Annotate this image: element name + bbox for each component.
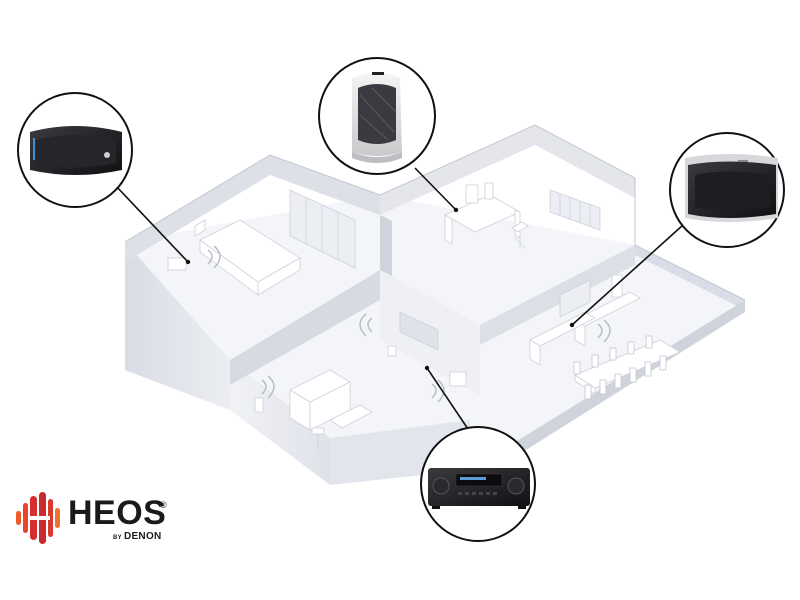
office-furniture (444, 182, 601, 249)
bedroom-furniture (167, 189, 356, 296)
registered-mark: ® (160, 500, 167, 510)
callout-endpoints (185, 207, 575, 371)
callout-bubble-living-room (420, 426, 536, 542)
heos-5-speaker-icon (30, 126, 122, 175)
av-receiver-icon (428, 468, 530, 509)
brand-wordmark: HEOS (68, 494, 167, 532)
by-label: BY (113, 535, 122, 541)
house-structure (124, 124, 746, 485)
callout-bubble-dining (669, 132, 785, 248)
heos-logo (16, 492, 60, 544)
heos-logo-mark-icon (16, 492, 60, 544)
living-room-furniture (254, 311, 467, 450)
heos-7-speaker-icon (685, 154, 778, 222)
callout-bubble-office (318, 57, 436, 175)
callout-lines (114, 167, 684, 433)
sound-wave-marks (207, 245, 611, 403)
heos-1-speaker-icon (352, 72, 402, 163)
maker-name: DENON (123, 531, 162, 542)
dining-furniture (529, 274, 681, 400)
callout-bubble-bedroom (17, 92, 133, 208)
